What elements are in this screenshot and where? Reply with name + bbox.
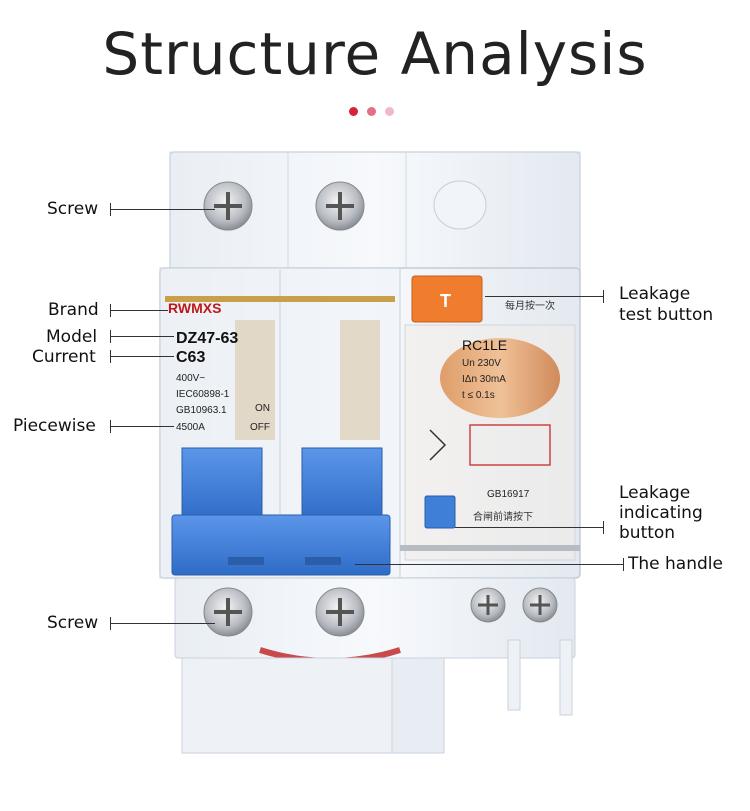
leader-leakage-indicating xyxy=(455,527,603,528)
indicator-button-shape xyxy=(424,495,456,529)
tick-handle xyxy=(623,558,624,571)
leader-brand xyxy=(110,310,168,311)
leader-current xyxy=(110,356,174,357)
rcd-time-text: t ≤ 0.1s xyxy=(462,390,495,401)
device-on-text: ON xyxy=(255,403,270,414)
rcd-coil xyxy=(440,338,560,418)
leader-model xyxy=(110,336,174,337)
reset-note-text: 合闸前请按下 xyxy=(473,510,533,523)
label-handle: The handle xyxy=(628,554,723,574)
leader-leakage-test xyxy=(485,296,603,297)
leader-screw-bottom xyxy=(110,623,215,624)
tick-leakage-indicating xyxy=(603,521,604,534)
label-leakage-ind-line1: Leakage xyxy=(619,483,691,503)
handle-shape-upper-1 xyxy=(181,447,263,521)
label-model: Model xyxy=(46,327,98,347)
device-breaking-text: 4500A xyxy=(176,422,205,433)
label-screw-bottom: Screw xyxy=(47,613,99,633)
label-brand: Brand xyxy=(48,300,99,320)
device-model-text: DZ47-63 xyxy=(176,330,238,347)
rcd-current-text: IΔn 30mA xyxy=(462,374,506,385)
handle-shape-upper-2 xyxy=(301,447,383,521)
rcd-model-text: RC1LE xyxy=(462,337,507,353)
bottom-screw-3 xyxy=(470,587,506,623)
test-button-letter: T xyxy=(440,291,451,311)
label-current: Current xyxy=(32,347,96,367)
device-standard1-text: IEC60898-1 xyxy=(176,389,230,400)
device-current-text: C63 xyxy=(176,349,205,366)
bottom-screw-1 xyxy=(203,587,253,637)
bottom-screw-2 xyxy=(315,587,365,637)
leader-handle xyxy=(355,564,623,565)
device-brand-text: RWMXS xyxy=(168,300,221,316)
rcd-standard-text: GB16917 xyxy=(487,489,530,500)
test-button-shape xyxy=(411,275,483,323)
dot-1 xyxy=(349,107,358,116)
leader-piecewise xyxy=(110,426,174,427)
page-title: Structure Analysis xyxy=(102,20,648,88)
dot-2 xyxy=(367,107,376,116)
label-screw-top: Screw xyxy=(47,199,99,219)
label-leakage-test-line1: Leakage xyxy=(619,284,691,304)
label-leakage-test-line2: test button xyxy=(619,305,714,325)
dot-3 xyxy=(385,107,394,116)
tick-leakage-test xyxy=(603,290,604,303)
label-piecewise: Piecewise xyxy=(13,416,96,436)
top-screw-1 xyxy=(203,181,253,231)
handle-shape xyxy=(171,514,391,576)
device-standard2-text: GB10963.1 xyxy=(176,405,227,416)
label-leakage-ind-line2: indicating xyxy=(619,503,703,523)
bottom-screw-4 xyxy=(522,587,558,623)
leader-screw-top xyxy=(110,209,215,210)
label-leakage-ind-line3: button xyxy=(619,523,676,543)
rcd-voltage-text: Un 230V xyxy=(462,358,501,369)
test-note-text: 每月按一次 xyxy=(505,299,555,312)
device-off-text: OFF xyxy=(250,422,270,433)
device-voltage-text: 400V~ xyxy=(176,373,205,384)
top-screw-2 xyxy=(315,181,365,231)
